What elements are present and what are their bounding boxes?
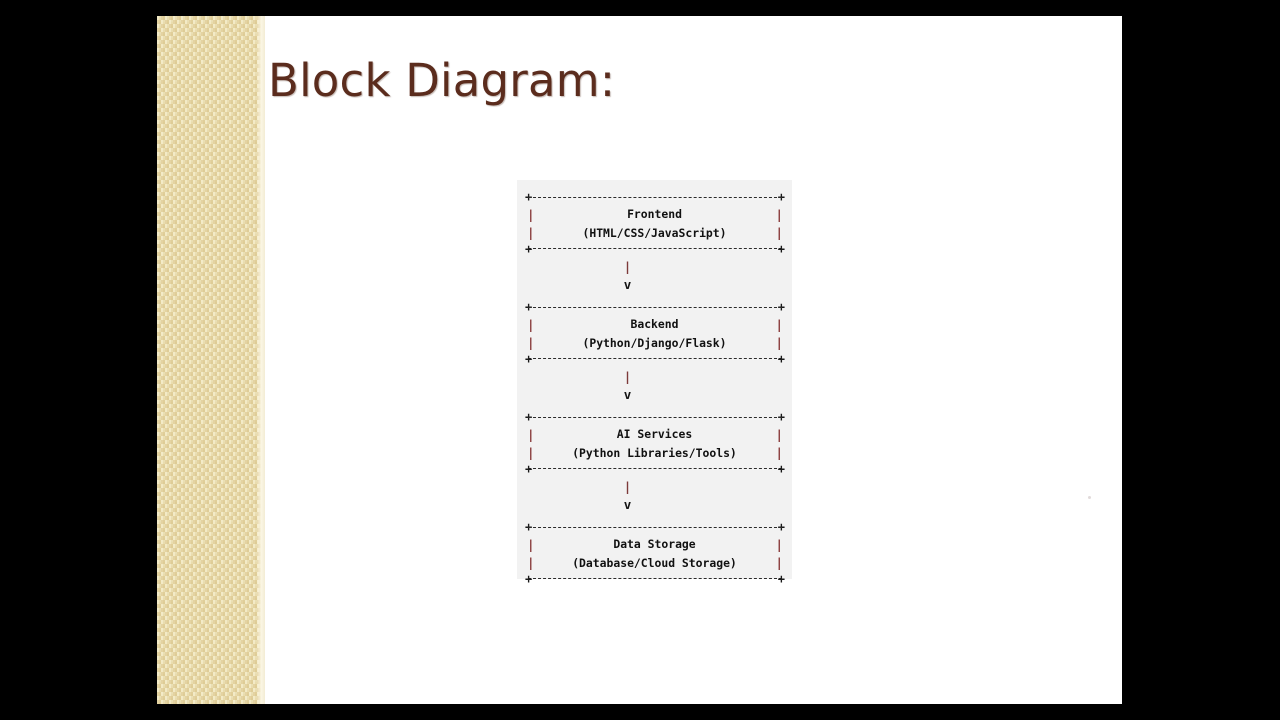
block-labels: Frontend (HTML/CSS/JavaScript) bbox=[535, 205, 774, 242]
capture-artifact bbox=[1088, 496, 1091, 499]
pipe-glyph-icon: | bbox=[527, 335, 535, 350]
diagram-block-backend: + + | | | | Backend (Python/Django/Flask… bbox=[517, 296, 792, 369]
arrow-down-icon: v bbox=[623, 277, 632, 292]
pipe-glyph-icon: | bbox=[527, 207, 535, 222]
pipe-glyph-icon: | bbox=[775, 225, 783, 240]
corner-plus-icon: + bbox=[525, 352, 533, 366]
connector-line-glyph: | bbox=[623, 259, 632, 274]
corner-plus-icon: + bbox=[777, 572, 785, 586]
pipe-glyph-icon: | bbox=[527, 445, 535, 460]
corner-plus-icon: + bbox=[777, 352, 785, 366]
pipe-glyph-icon: | bbox=[527, 555, 535, 570]
block-border-top bbox=[528, 307, 782, 308]
pipe-glyph-icon: | bbox=[527, 427, 535, 442]
block-sublabel: (Database/Cloud Storage) bbox=[572, 555, 737, 570]
presentation-slide: Block Diagram: + + | | | | Frontend (HTM… bbox=[157, 16, 1122, 704]
block-sublabel: (Python/Django/Flask) bbox=[582, 335, 727, 350]
pipe-glyph-icon: | bbox=[527, 225, 535, 240]
corner-plus-icon: + bbox=[525, 242, 533, 256]
block-sublabel: (Python Libraries/Tools) bbox=[572, 445, 737, 460]
block-label: AI Services bbox=[616, 427, 693, 441]
block-border-bottom bbox=[528, 358, 782, 359]
pipe-glyph-icon: | bbox=[775, 427, 783, 442]
block-labels: Data Storage (Database/Cloud Storage) bbox=[535, 535, 774, 572]
diagram-connector-frontend-backend: | v bbox=[517, 259, 792, 296]
connector-line-glyph: | bbox=[623, 369, 632, 384]
arrow-down-icon: v bbox=[623, 497, 632, 512]
slide-decorative-sidebar bbox=[157, 16, 265, 704]
arrow-down-icon: v bbox=[623, 387, 632, 402]
corner-plus-icon: + bbox=[525, 572, 533, 586]
block-labels: AI Services (Python Libraries/Tools) bbox=[535, 425, 774, 462]
block-border-top bbox=[528, 527, 782, 528]
corner-plus-icon: + bbox=[525, 462, 533, 476]
block-label: Backend bbox=[630, 317, 679, 331]
diagram-block-frontend: + + | | | | Frontend (HTML/CSS/JavaScrip… bbox=[517, 186, 792, 259]
corner-plus-icon: + bbox=[777, 242, 785, 256]
architecture-block-diagram: + + | | | | Frontend (HTML/CSS/JavaScrip… bbox=[517, 180, 792, 585]
diagram-connector-ai-services-data-storage: | v bbox=[517, 479, 792, 516]
block-border-top bbox=[528, 417, 782, 418]
pipe-glyph-icon: | bbox=[775, 317, 783, 332]
pipe-glyph-icon: | bbox=[775, 537, 783, 552]
diagram-connector-backend-ai-services: | v bbox=[517, 369, 792, 406]
pipe-glyph-icon: | bbox=[527, 537, 535, 552]
block-label: Data Storage bbox=[613, 537, 696, 551]
corner-plus-icon: + bbox=[777, 462, 785, 476]
pipe-glyph-icon: | bbox=[775, 207, 783, 222]
pipe-glyph-icon: | bbox=[775, 555, 783, 570]
diagram-block-ai-services: + + | | | | AI Services (Python Librarie… bbox=[517, 406, 792, 479]
pipe-glyph-icon: | bbox=[775, 335, 783, 350]
page-title: Block Diagram: bbox=[268, 54, 616, 107]
sidebar-edge-highlight bbox=[257, 16, 265, 704]
block-label: Frontend bbox=[627, 207, 682, 221]
pipe-glyph-icon: | bbox=[775, 445, 783, 460]
block-border-bottom bbox=[528, 468, 782, 469]
block-border-bottom bbox=[528, 248, 782, 249]
diagram-block-data-storage: + + | | | | Data Storage (Database/Cloud… bbox=[517, 516, 792, 589]
block-border-top bbox=[528, 197, 782, 198]
connector-line-glyph: | bbox=[623, 479, 632, 494]
block-sublabel: (HTML/CSS/JavaScript) bbox=[582, 225, 727, 240]
block-border-bottom bbox=[528, 578, 782, 579]
block-labels: Backend (Python/Django/Flask) bbox=[535, 315, 774, 352]
pipe-glyph-icon: | bbox=[527, 317, 535, 332]
